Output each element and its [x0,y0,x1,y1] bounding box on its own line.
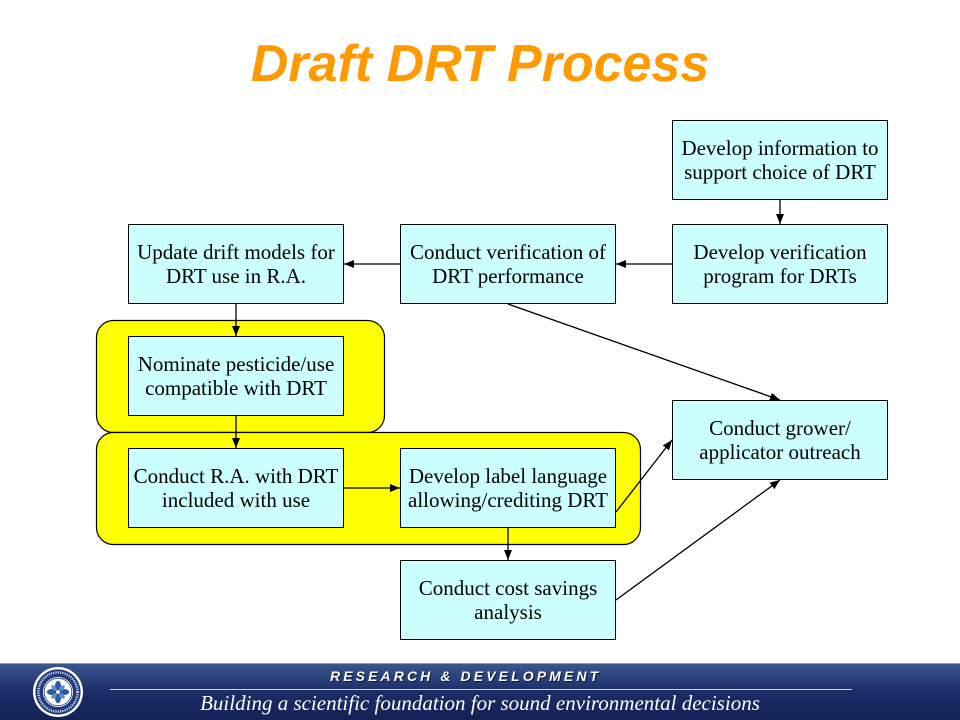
node-line: Update drift models for [137,240,335,264]
node-line: compatible with DRT [145,376,327,400]
node-line: Develop information to [681,136,879,160]
footer-tagline: Building a scientific foundation for sou… [200,691,760,715]
cost-savings-analysis-box: Conduct cost savings analysis [400,560,616,640]
grower-outreach-box: Conduct grower/ applicator outreach [672,400,888,480]
footer-heading: RESEARCH & DEVELOPMENT [330,668,602,684]
node-line: Nominate pesticide/use [137,352,335,376]
node-line: Conduct grower/ [709,416,851,440]
update-drift-models-box: Update drift models for DRT use in R.A. [128,224,344,304]
footer-divider [110,689,852,690]
develop-label-language-box: Develop label language allowing/creditin… [400,448,616,528]
node-line: support choice of DRT [684,160,876,184]
conduct-ra-box: Conduct R.A. with DRT included with use [128,448,344,528]
epa-seal-emblem [33,667,83,717]
conduct-verification-box: Conduct verification of DRT performance [400,224,616,304]
node-line: applicator outreach [699,440,861,464]
develop-information-box: Develop information to support choice of… [672,120,888,200]
node-line: Develop label language [408,464,608,488]
node-line: DRT performance [432,264,584,288]
node-line: program for DRTs [703,264,857,288]
develop-verification-program-box: Develop verification program for DRTs [672,224,888,304]
node-line: DRT use in R.A. [165,264,307,288]
epa-seal-icon [33,667,83,717]
node-line: Conduct cost savings [418,576,598,600]
node-line: analysis [474,600,542,624]
slide-title: Draft DRT Process [250,35,710,93]
node-line: Conduct verification of [410,240,606,264]
footer-bar: RESEARCH & DEVELOPMENT Building a scient… [0,663,960,720]
nominate-pesticide-box: Nominate pesticide/use compatible with D… [128,336,344,416]
node-line: Develop verification [693,240,867,264]
node-line: allowing/crediting DRT [408,488,608,512]
node-line: included with use [161,488,311,512]
node-line: Conduct R.A. with DRT [133,464,339,488]
